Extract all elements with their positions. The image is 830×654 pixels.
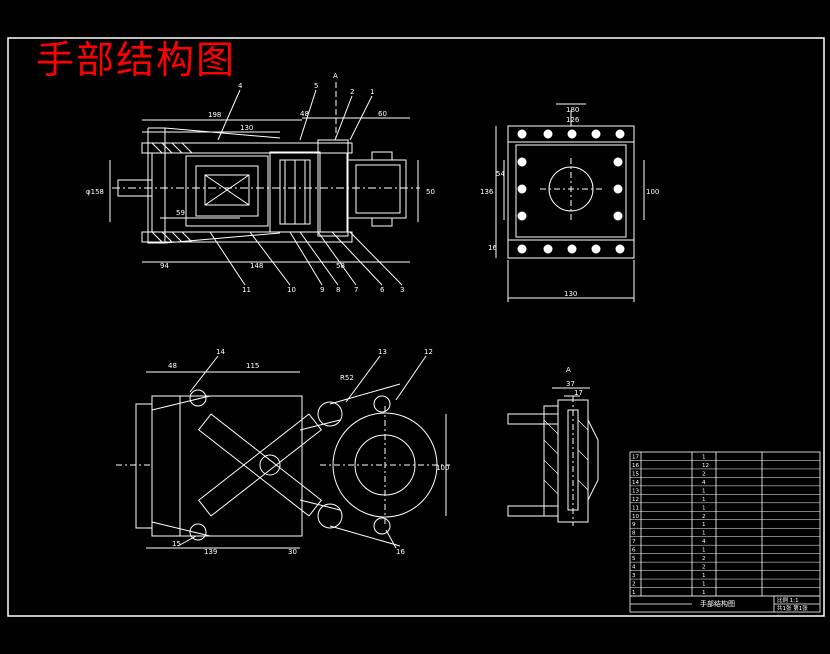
table-row-qty: 1	[702, 488, 706, 494]
table-row-number: 3	[632, 573, 636, 579]
table-row-number: 13	[632, 488, 639, 494]
leader-number: 12	[424, 348, 433, 356]
dim-label: 198	[208, 111, 221, 119]
table-row-number: 7	[632, 539, 636, 545]
dim-label: 100	[436, 464, 449, 472]
table-row-qty: 2	[702, 565, 706, 571]
top-view-labels: 198 130 48 60 59 50 94 148 58 φ158 4 5 2…	[86, 72, 435, 294]
dim-label: 126	[566, 116, 580, 124]
table-row-qty: 1	[702, 548, 706, 554]
dim-label: 58	[336, 262, 345, 270]
dim-label: 139	[204, 548, 217, 556]
section-view-hatch	[543, 419, 589, 495]
table-row-qty: 1	[702, 454, 706, 460]
parts-list-table	[629, 451, 821, 613]
table-row-qty: 1	[702, 505, 706, 511]
leader-number: 5	[314, 82, 318, 90]
dim-label: 180	[566, 106, 579, 114]
front-view-labels: 48 115 139 30 100 R52 14 13 12 16 15	[168, 348, 449, 556]
table-row-number: 8	[632, 531, 636, 537]
table-row-number: 14	[632, 480, 639, 486]
table-row-number: 2	[632, 582, 636, 588]
leader-number: 10	[287, 286, 296, 294]
dim-label: 37	[566, 380, 575, 388]
leader-number: 15	[172, 540, 181, 548]
table-row-qty: 1	[702, 590, 706, 596]
table-row-number: 17	[632, 454, 639, 460]
dim-label: 115	[246, 362, 259, 370]
leader-number: 1	[370, 88, 374, 96]
dim-label: 94	[160, 262, 169, 270]
side-view	[495, 103, 645, 302]
table-row-qty: 4	[702, 480, 706, 486]
table-row-number: 11	[632, 505, 639, 511]
section-view-labels: A 37 17	[566, 366, 583, 397]
leader-number: 11	[242, 286, 251, 294]
side-view-holes	[517, 129, 625, 254]
dim-label: 148	[250, 262, 263, 270]
dim-label: 48	[300, 110, 309, 118]
drawing-title: 手部结构图	[36, 38, 237, 82]
table-row-qty: 12	[702, 463, 709, 469]
dim-label: 16	[488, 244, 497, 252]
table-row-number: 4	[632, 565, 636, 571]
table-row-qty: 1	[702, 497, 706, 503]
dim-label: R52	[340, 374, 354, 382]
dim-label: 30	[288, 548, 297, 556]
table-row-qty: 2	[702, 514, 706, 520]
section-title: A	[566, 366, 571, 374]
dim-label: φ158	[86, 188, 104, 196]
side-view-labels: 180 126 136 54 130 16 100	[480, 106, 659, 298]
table-row-qty: 1	[702, 531, 706, 537]
leader-number: 13	[378, 348, 387, 356]
table-row-number: 16	[632, 463, 639, 469]
table-row-qty: 2	[702, 471, 706, 477]
leader-number: 8	[336, 286, 340, 294]
table-row-number: 15	[632, 471, 639, 477]
dim-label: 136	[480, 188, 494, 196]
table-row-qty: 2	[702, 556, 706, 562]
sheet-cell: 共1张 第1张	[777, 604, 808, 612]
table-row-qty: 4	[702, 539, 706, 545]
table-row-number: 6	[632, 548, 636, 554]
leader-number: 2	[350, 88, 354, 96]
dim-label: 130	[564, 290, 577, 298]
dim-label: 54	[496, 170, 505, 178]
dim-label: 59	[176, 209, 185, 217]
table-row-number: 1	[632, 590, 636, 596]
section-mark: A	[333, 72, 338, 80]
table-row-number: 10	[632, 514, 639, 520]
drawing-name-cell: 手部结构图	[700, 599, 735, 608]
dim-label: 60	[378, 110, 387, 118]
leader-number: 14	[216, 348, 225, 356]
table-row-number: 12	[632, 497, 639, 503]
dim-label: 50	[426, 188, 435, 196]
table-row-qty: 1	[702, 573, 706, 579]
table-row-number: 5	[632, 556, 636, 562]
leader-number: 6	[380, 286, 385, 294]
leader-number: 3	[400, 286, 404, 294]
table-row-qty: 1	[702, 582, 706, 588]
dim-label: 48	[168, 362, 177, 370]
title-block-text: 手部结构图 比例 1:1 共1张 第1张	[700, 596, 808, 612]
dim-label: 17	[574, 389, 583, 397]
leader-number: 16	[396, 548, 405, 556]
top-view	[109, 82, 420, 286]
drawing-border	[7, 37, 825, 617]
table-row-qty: 1	[702, 522, 706, 528]
table-row-number: 9	[632, 522, 636, 528]
leader-number: 7	[354, 286, 358, 294]
leader-number: 9	[320, 286, 324, 294]
leader-number: 4	[238, 82, 243, 90]
section-view	[507, 387, 599, 526]
dim-label: 100	[646, 188, 659, 196]
front-view	[116, 355, 450, 549]
scale-cell: 比例 1:1	[777, 596, 799, 604]
dim-label: 130	[240, 124, 253, 132]
